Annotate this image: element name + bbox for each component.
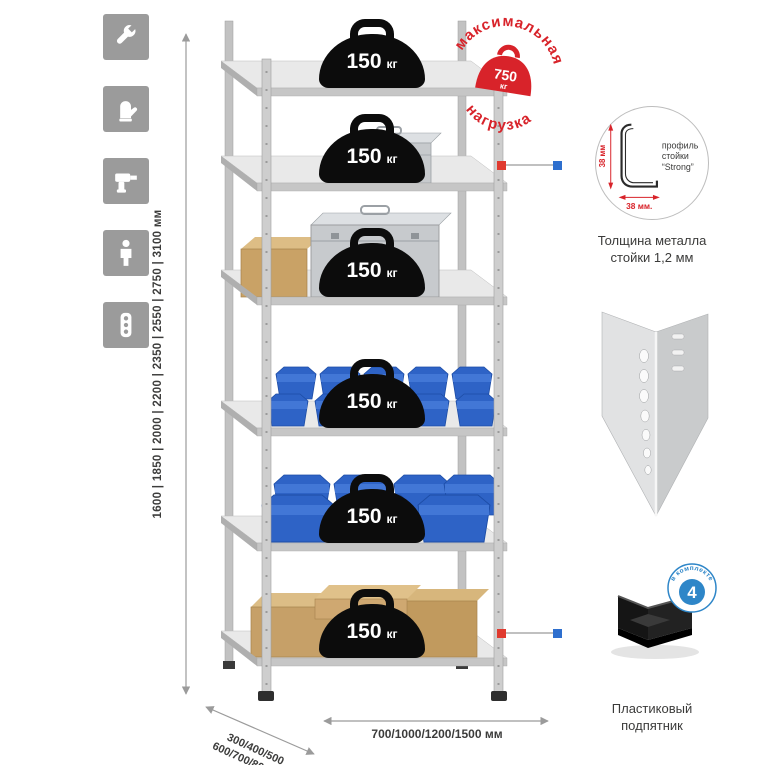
load-value: 150 xyxy=(346,389,382,413)
svg-text:нагрузка: нагрузка xyxy=(460,99,537,139)
profile-caption-line1: Толщина металла xyxy=(597,233,707,248)
depth-dimension-label: 300/400/500 600/700/800 мм xyxy=(185,716,320,765)
load-value: 150 xyxy=(346,49,382,73)
load-unit: кг xyxy=(386,627,398,641)
load-unit: кг xyxy=(386,266,398,280)
plastic-foot-detail xyxy=(611,595,699,659)
rack-foot xyxy=(258,691,274,701)
wrench-icon xyxy=(103,14,149,60)
rack-foot xyxy=(491,691,507,701)
corner-post-detail xyxy=(601,311,709,517)
marker-blue-top xyxy=(553,161,562,170)
profile-label-2: стойки xyxy=(662,151,689,161)
height-dimension-label: 1600 | 1850 | 2000 | 2200 | 2350 | 2550 … xyxy=(152,209,164,519)
quantity-badge: в комплекте 4 xyxy=(667,563,717,613)
profile-label-1: профиль xyxy=(662,140,699,150)
load-unit: кг xyxy=(386,397,398,411)
profile-caption-line2: стойки 1,2 мм xyxy=(610,249,694,265)
load-unit: кг xyxy=(386,512,398,526)
rack-post-back-left xyxy=(224,20,234,664)
drill-icon xyxy=(103,158,149,204)
marker-blue-bottom xyxy=(553,629,562,638)
load-value: 150 xyxy=(346,258,382,282)
rack-post-front-left xyxy=(261,58,272,694)
load-unit: кг xyxy=(386,57,398,71)
post-profile-detail: 38 мм 38 мм. профиль стойки “Strong” xyxy=(595,106,709,220)
rack-post-front-right xyxy=(493,58,504,694)
profile-dim-horizontal: 38 мм. xyxy=(626,201,652,211)
power-strip-icon xyxy=(103,302,149,348)
load-unit: кг xyxy=(386,152,398,166)
stamp-arc-bottom: нагрузка xyxy=(460,99,537,139)
badge-value: 4 xyxy=(687,583,697,602)
stamp-unit: кг xyxy=(499,81,508,91)
load-value: 150 xyxy=(346,619,382,643)
gloves-icon xyxy=(103,86,149,132)
foot-caption-line1: Пластиковый xyxy=(611,701,693,716)
load-value: 150 xyxy=(346,504,382,528)
max-load-stamp: максимальная нагрузка 750 кг xyxy=(428,0,582,149)
person-icon xyxy=(103,230,149,276)
profile-label-3: “Strong” xyxy=(662,162,694,172)
foot-caption-line2: подпятник xyxy=(621,717,683,733)
marker-red-bottom xyxy=(497,629,506,638)
stamp-weight-icon: 750 кг xyxy=(475,44,532,97)
width-dimension-label: 700/1000/1200/1500 мм xyxy=(371,727,503,741)
profile-caption: Толщина металла стойки 1,2 мм xyxy=(572,233,732,267)
profile-dim-vertical: 38 мм xyxy=(598,145,607,168)
stamp-value: 750 xyxy=(493,65,519,84)
load-value: 150 xyxy=(346,144,382,168)
marker-red-top xyxy=(497,161,506,170)
foot-caption: Пластиковый подпятник xyxy=(572,701,732,735)
cardboard-box-small xyxy=(240,237,321,298)
